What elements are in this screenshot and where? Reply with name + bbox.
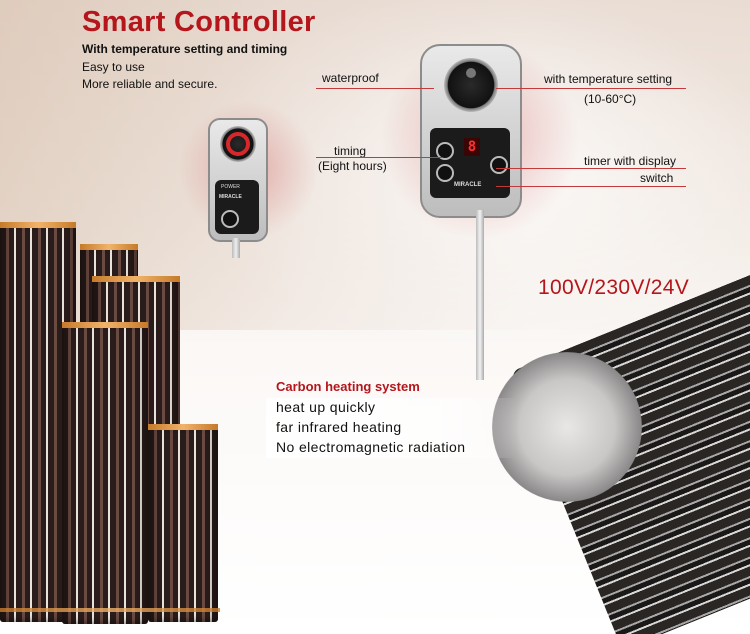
- timing-line: [316, 157, 442, 158]
- feature-highlight-3: [266, 438, 516, 458]
- tagline-easy: Easy to use: [82, 60, 145, 74]
- film-roll-5-band: [148, 424, 218, 430]
- feature-highlight-1: [266, 398, 516, 418]
- film-roll-4-band: [62, 322, 148, 328]
- film-roll-2-band: [80, 244, 138, 250]
- large-brand-label: MIRACLE: [454, 182, 482, 188]
- feature-item: far infrared heating: [276, 419, 402, 435]
- waterproof-label: waterproof: [322, 71, 379, 85]
- feature-highlight-2: [266, 418, 516, 438]
- timing-detail-label: (Eight hours): [318, 159, 387, 173]
- film-roll-4: [62, 322, 148, 624]
- film-roll-3-band: [92, 276, 180, 282]
- large-controller-panel: 8 MIRACLE: [430, 128, 510, 198]
- small-controller-cable: [232, 238, 240, 258]
- timer-down-button[interactable]: [436, 164, 454, 182]
- voltage-label: 100V/230V/24V: [538, 276, 690, 299]
- temperature-setting-line: [496, 88, 686, 89]
- temperature-dial[interactable]: [444, 58, 498, 112]
- timer-display-label: timer with display: [584, 154, 677, 168]
- small-brand-label: MIRACLE: [219, 194, 242, 200]
- tagline-reliable: More reliable and secure.: [82, 77, 218, 91]
- feature-item: heat up quickly: [276, 399, 376, 415]
- small-controller: POWER MIRACLE: [208, 118, 268, 242]
- timing-label: timing: [334, 144, 367, 158]
- film-roll-1-band: [0, 222, 76, 228]
- timer-up-button[interactable]: [436, 142, 454, 160]
- small-power-button[interactable]: [221, 210, 239, 228]
- timer-display: 8: [464, 138, 480, 156]
- power-switch-button[interactable]: [490, 156, 508, 174]
- page-subtitle: With temperature setting and timing: [82, 42, 288, 56]
- small-controller-dial-ring: [226, 132, 250, 156]
- page-title: Smart Controller: [82, 6, 316, 38]
- film-roll-end: [492, 352, 642, 502]
- large-controller: 8 MIRACLE: [420, 44, 522, 218]
- film-rolls-base-glow: [0, 608, 220, 612]
- small-controller-panel: POWER MIRACLE: [215, 180, 259, 234]
- switch-line: [496, 186, 686, 187]
- temperature-range-label: (10-60°C): [584, 92, 637, 106]
- waterproof-line: [316, 88, 434, 89]
- temperature-dial-knob: [466, 68, 476, 78]
- timer-display-line: [496, 168, 686, 169]
- feature-item: No electromagnetic radiation: [276, 439, 466, 455]
- large-controller-cable: [476, 210, 484, 380]
- small-power-label: POWER: [221, 184, 240, 190]
- film-roll-5: [148, 424, 218, 622]
- features-title: Carbon heating system: [276, 379, 420, 394]
- temperature-setting-label: with temperature setting: [544, 72, 673, 86]
- switch-label: switch: [640, 171, 674, 185]
